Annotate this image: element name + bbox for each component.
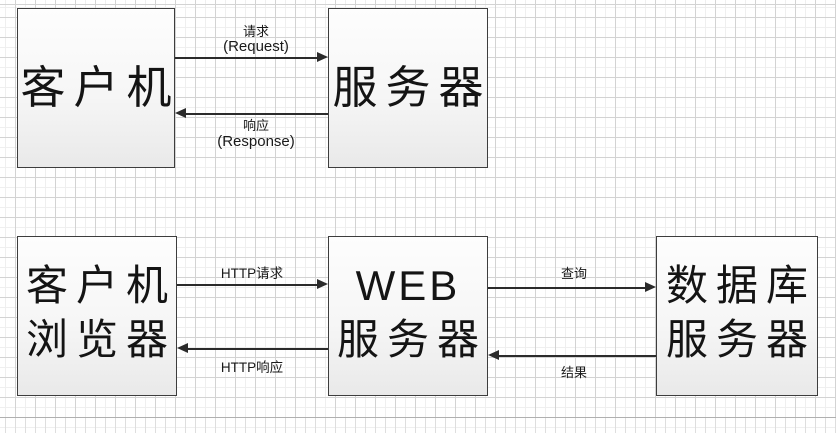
node-server[interactable]: 服务器 — [328, 8, 488, 168]
node-db-server-label-line1: 数据库 — [665, 261, 816, 310]
connector-result-line — [499, 355, 656, 357]
node-db-server[interactable]: 数据库 服务器 — [656, 236, 818, 396]
node-db-server-label-line2: 服务器 — [665, 315, 816, 364]
connector-request-label-en: (Request) — [223, 38, 289, 55]
arrowhead-right-icon — [317, 279, 328, 289]
connector-request[interactable] — [175, 52, 328, 63]
node-browser-label-line2: 浏览器 — [26, 315, 177, 364]
connector-http-response-label: HTTP响应 — [220, 360, 284, 375]
offpage-grid — [0, 418, 836, 433]
connector-request-label-cn: 请求 — [242, 25, 270, 40]
node-client[interactable]: 客户机 — [17, 8, 175, 168]
arrowhead-right-icon — [317, 52, 328, 62]
node-browser[interactable]: 客户机 浏览器 — [17, 236, 177, 396]
connector-http-response-line — [188, 348, 328, 350]
connector-result-label: 结果 — [560, 366, 588, 381]
connector-response-label-cn: 响应 — [242, 119, 270, 134]
connector-http-request[interactable] — [177, 279, 328, 290]
node-server-label: 服务器 — [332, 61, 492, 114]
node-client-label: 客户机 — [20, 61, 180, 114]
connector-http-response[interactable] — [177, 343, 328, 354]
arrowhead-left-icon — [488, 350, 499, 360]
connector-response[interactable] — [175, 108, 328, 119]
connector-query-label: 查询 — [560, 267, 588, 282]
node-web-server[interactable]: WEB 服务器 — [328, 236, 488, 396]
connector-http-request-label: HTTP请求 — [220, 266, 284, 281]
arrowhead-right-icon — [645, 282, 656, 292]
connector-http-request-line — [177, 284, 318, 286]
node-web-server-label-line2: 服务器 — [337, 315, 488, 364]
arrowhead-left-icon — [177, 343, 188, 353]
node-browser-label-line1: 客户机 — [26, 261, 177, 310]
connector-result[interactable] — [488, 350, 656, 361]
node-web-server-label-line1: WEB — [355, 262, 461, 309]
connector-response-line — [186, 113, 328, 115]
connector-query-line — [488, 287, 646, 289]
connector-request-line — [175, 57, 318, 59]
page-edge-line — [0, 417, 836, 418]
connector-query[interactable] — [488, 282, 656, 293]
arrowhead-left-icon — [175, 108, 186, 118]
connector-response-label-en: (Response) — [217, 133, 295, 150]
